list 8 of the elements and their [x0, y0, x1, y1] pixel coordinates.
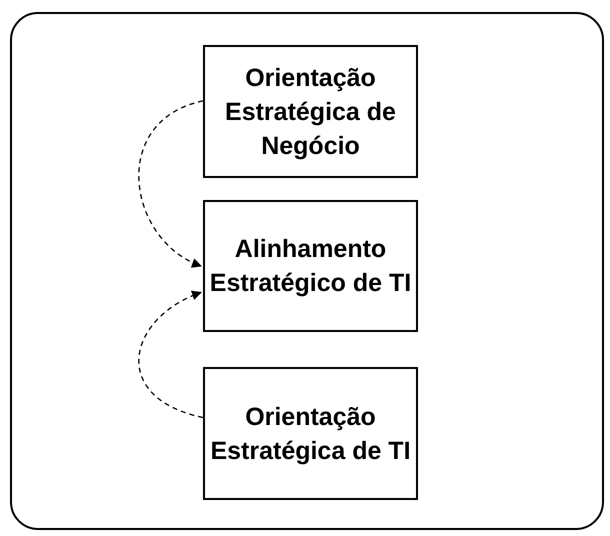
dashed-arrow [138, 291, 204, 418]
box-label: Alinhamento Estratégico de TI [209, 234, 412, 299]
dashed-arrow [138, 100, 204, 267]
process-box [203, 367, 418, 500]
process-box [203, 45, 418, 178]
box-label: Orientação Estratégica de Negócio [224, 62, 397, 162]
box-label: Orientação Estratégica de TI [209, 402, 412, 466]
process-box [203, 200, 418, 332]
